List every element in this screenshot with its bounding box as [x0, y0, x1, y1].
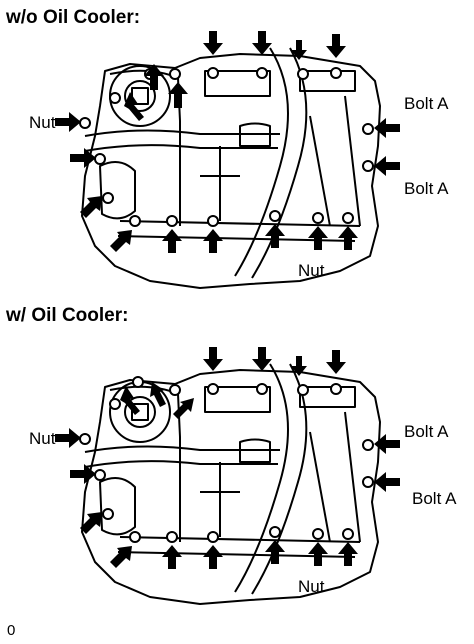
- pointer-arrows: [55, 347, 400, 569]
- label-nut-left: Nut: [29, 113, 56, 132]
- section-title-with-oil-cooler: w/ Oil Cooler:: [6, 305, 129, 326]
- engine-diagram-with-oil-cooler: [55, 347, 400, 605]
- label-nut-left: Nut: [29, 429, 56, 448]
- pointer-arrows: [55, 31, 400, 253]
- label-bolt-a-upper: Bolt A: [404, 94, 449, 113]
- label-nut-bottom: Nut: [298, 261, 325, 280]
- engine-block-outline: [81, 53, 381, 289]
- timing-band: [234, 363, 289, 593]
- engine-diagram-without-oil-cooler: [55, 31, 400, 289]
- engine-block-outline: [81, 369, 381, 605]
- label-bolt-a-upper: Bolt A: [404, 422, 449, 441]
- label-nut-bottom: Nut: [298, 577, 325, 596]
- timing-band: [234, 47, 289, 277]
- bolt-markers: [79, 376, 374, 543]
- bolt-markers: [79, 67, 374, 227]
- figure-id: 0: [7, 622, 16, 639]
- label-bolt-a-lower: Bolt A: [412, 489, 457, 508]
- label-bolt-a-lower: Bolt A: [404, 179, 449, 198]
- section-title-without-oil-cooler: w/o Oil Cooler:: [6, 7, 141, 28]
